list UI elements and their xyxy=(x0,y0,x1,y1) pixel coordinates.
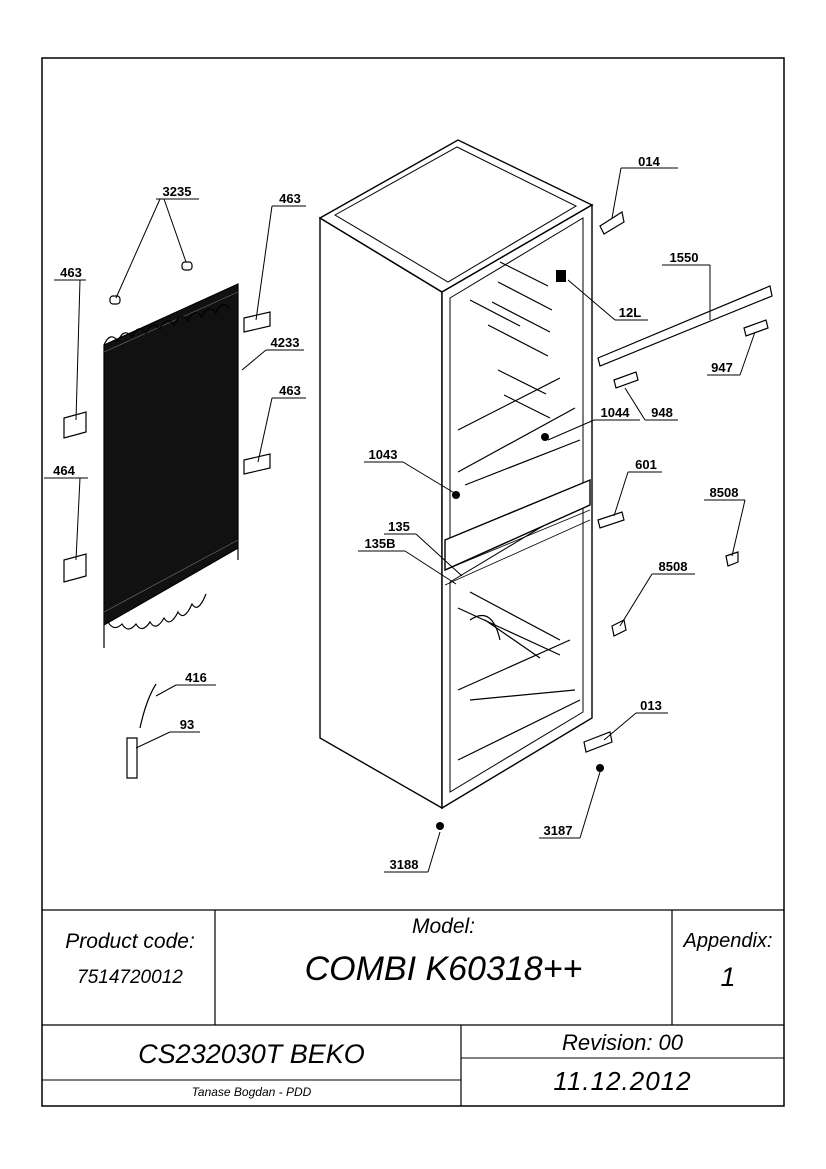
callout-416: 416 xyxy=(185,670,207,685)
callout-93: 93 xyxy=(180,717,194,732)
revision: Revision: 00 xyxy=(561,1030,684,1055)
callout-463-right: 463 xyxy=(279,383,301,398)
screws xyxy=(436,764,604,830)
callout-601: 601 xyxy=(635,457,657,472)
drawing-name: CS232030T BEKO xyxy=(138,1039,365,1069)
refrigerator-cabinet xyxy=(318,139,594,810)
callout-3187: 3187 xyxy=(544,823,573,838)
product-code-label: Product code: xyxy=(65,930,195,953)
callout-947: 947 xyxy=(711,360,733,375)
product-code-value: 7514720012 xyxy=(77,967,183,988)
author: Tanase Bogdan - PDD xyxy=(191,1085,312,1099)
callout-labels: 014 1550 12L 947 948 1044 601 8508 8508 … xyxy=(53,154,738,872)
callout-3235: 3235 xyxy=(163,184,192,199)
callout-948: 948 xyxy=(651,405,673,420)
date: 11.12.2012 xyxy=(553,1066,692,1096)
sheet-frame xyxy=(41,57,785,1107)
appendix-label: Appendix: xyxy=(683,930,773,952)
cabinet-shelf-ribs xyxy=(457,261,581,761)
callout-8508-bottom: 8508 xyxy=(659,559,688,574)
callout-014: 014 xyxy=(638,154,660,169)
callout-12L: 12L xyxy=(619,305,641,320)
callout-8508-top: 8508 xyxy=(710,485,739,500)
callout-1550: 1550 xyxy=(670,250,699,265)
appendix-value: 1 xyxy=(720,962,736,992)
model-label: Model: xyxy=(411,915,476,938)
callout-1044: 1044 xyxy=(601,405,631,420)
callout-4233: 4233 xyxy=(271,335,300,350)
callout-leader-lines xyxy=(44,167,756,873)
callout-463-left: 463 xyxy=(60,265,82,280)
callout-135B: 135B xyxy=(364,536,395,551)
callout-463-top: 463 xyxy=(279,191,301,206)
callout-135: 135 xyxy=(388,519,410,534)
callout-1043: 1043 xyxy=(369,447,398,462)
model-value: COMBI K60318++ xyxy=(304,950,583,988)
callout-3188: 3188 xyxy=(390,857,419,872)
callout-013: 013 xyxy=(640,698,662,713)
condenser-coil xyxy=(103,283,239,648)
callout-464: 464 xyxy=(53,463,75,478)
small-parts xyxy=(63,211,773,779)
